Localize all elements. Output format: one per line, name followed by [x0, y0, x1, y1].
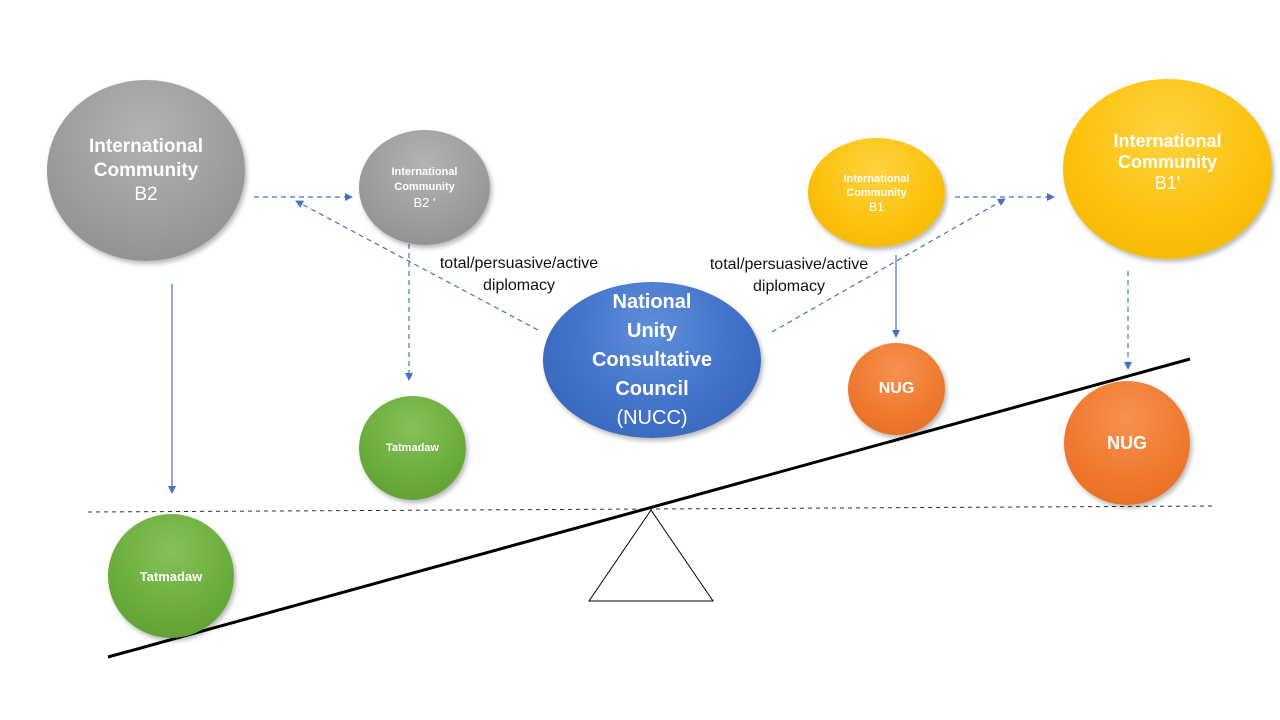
node-line-3: B2: [134, 183, 158, 205]
node-line-2: Community: [1118, 151, 1217, 172]
node-line-2: Unity: [627, 319, 677, 342]
node-text: Tatmadaw: [386, 442, 439, 454]
node-line-4: Council: [615, 377, 689, 400]
international-community-b1-node: International Community B1: [808, 138, 945, 247]
node-line-1: International: [843, 172, 910, 185]
node-line-3: B2 ': [413, 195, 436, 210]
node-line-1: National: [612, 290, 692, 313]
right-diplomacy-label: total/persuasive/active diplomacy: [694, 254, 884, 298]
node-text: NUG: [1107, 432, 1147, 453]
nug-small-node: NUG: [848, 343, 945, 435]
node-text: NUG: [878, 380, 915, 397]
nucc-node: National Unity Consultative Council (NUC…: [543, 282, 761, 438]
node-line-3: B1: [869, 199, 884, 214]
node-text: Tatmadaw: [139, 568, 203, 584]
international-community-b2-node: International Community B2: [47, 80, 245, 261]
international-community-b2-prime-node: International Community B2 ': [359, 130, 490, 245]
node-line-5: (NUCC): [616, 406, 688, 429]
node-line-2: Community: [846, 186, 907, 199]
node-line-3: Consultative: [591, 348, 713, 371]
left-diplomacy-label: total/persuasive/active diplomacy: [424, 253, 614, 297]
node-line-2: Community: [93, 159, 199, 181]
label-line-1: total/persuasive/active: [439, 255, 599, 272]
node-line-2: Community: [394, 181, 455, 193]
nug-large-node: NUG: [1064, 381, 1190, 505]
node-line-1: International: [391, 166, 458, 178]
label-line-2: diplomacy: [752, 278, 826, 295]
node-line-1: International: [1113, 130, 1222, 151]
label-line-2: diplomacy: [482, 277, 556, 294]
seesaw-fulcrum: [588, 509, 714, 602]
seesaw-beam: [107, 357, 1191, 659]
node-line-3: B1': [1154, 172, 1181, 193]
arrow-nucc-to-left: [295, 200, 539, 331]
tatmadaw-small-node: Tatmadaw: [359, 396, 466, 500]
node-line-1: International: [88, 135, 203, 157]
label-line-1: total/persuasive/active: [709, 256, 869, 273]
international-community-b1-prime-node: International Community B1': [1063, 79, 1272, 259]
tatmadaw-large-node: Tatmadaw: [108, 514, 234, 638]
